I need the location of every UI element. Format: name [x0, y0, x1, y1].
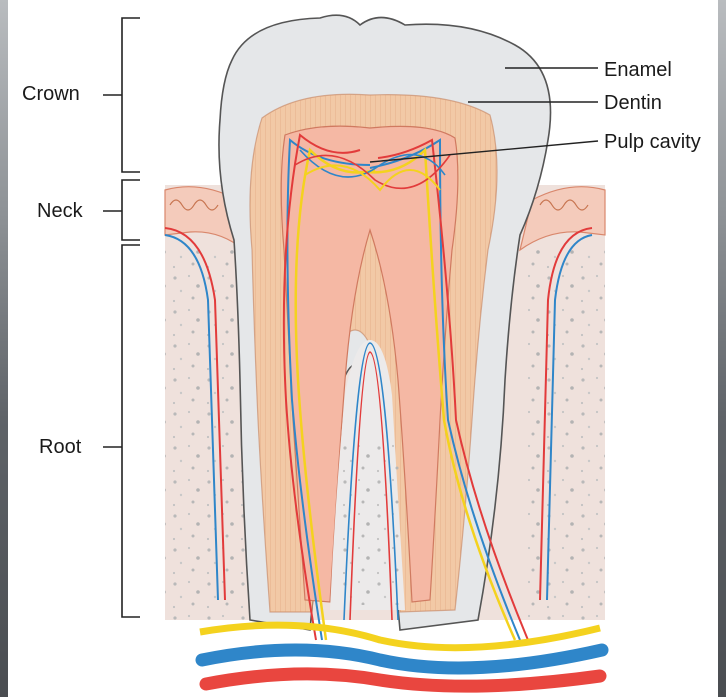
bottom-vein [202, 650, 602, 668]
root-label: Root [39, 436, 81, 459]
bone-texture-right [528, 250, 605, 620]
bottom-artery [206, 674, 600, 686]
crown-bracket [122, 18, 140, 172]
pulp-cavity-label: Pulp cavity [604, 131, 701, 154]
enamel-label: Enamel [604, 59, 672, 82]
dentin-label: Dentin [604, 92, 662, 115]
crown-label: Crown [22, 83, 80, 106]
neck-bracket [122, 180, 140, 240]
neck-label: Neck [37, 200, 83, 223]
root-bracket [122, 245, 140, 617]
bone-texture-left [165, 250, 245, 620]
